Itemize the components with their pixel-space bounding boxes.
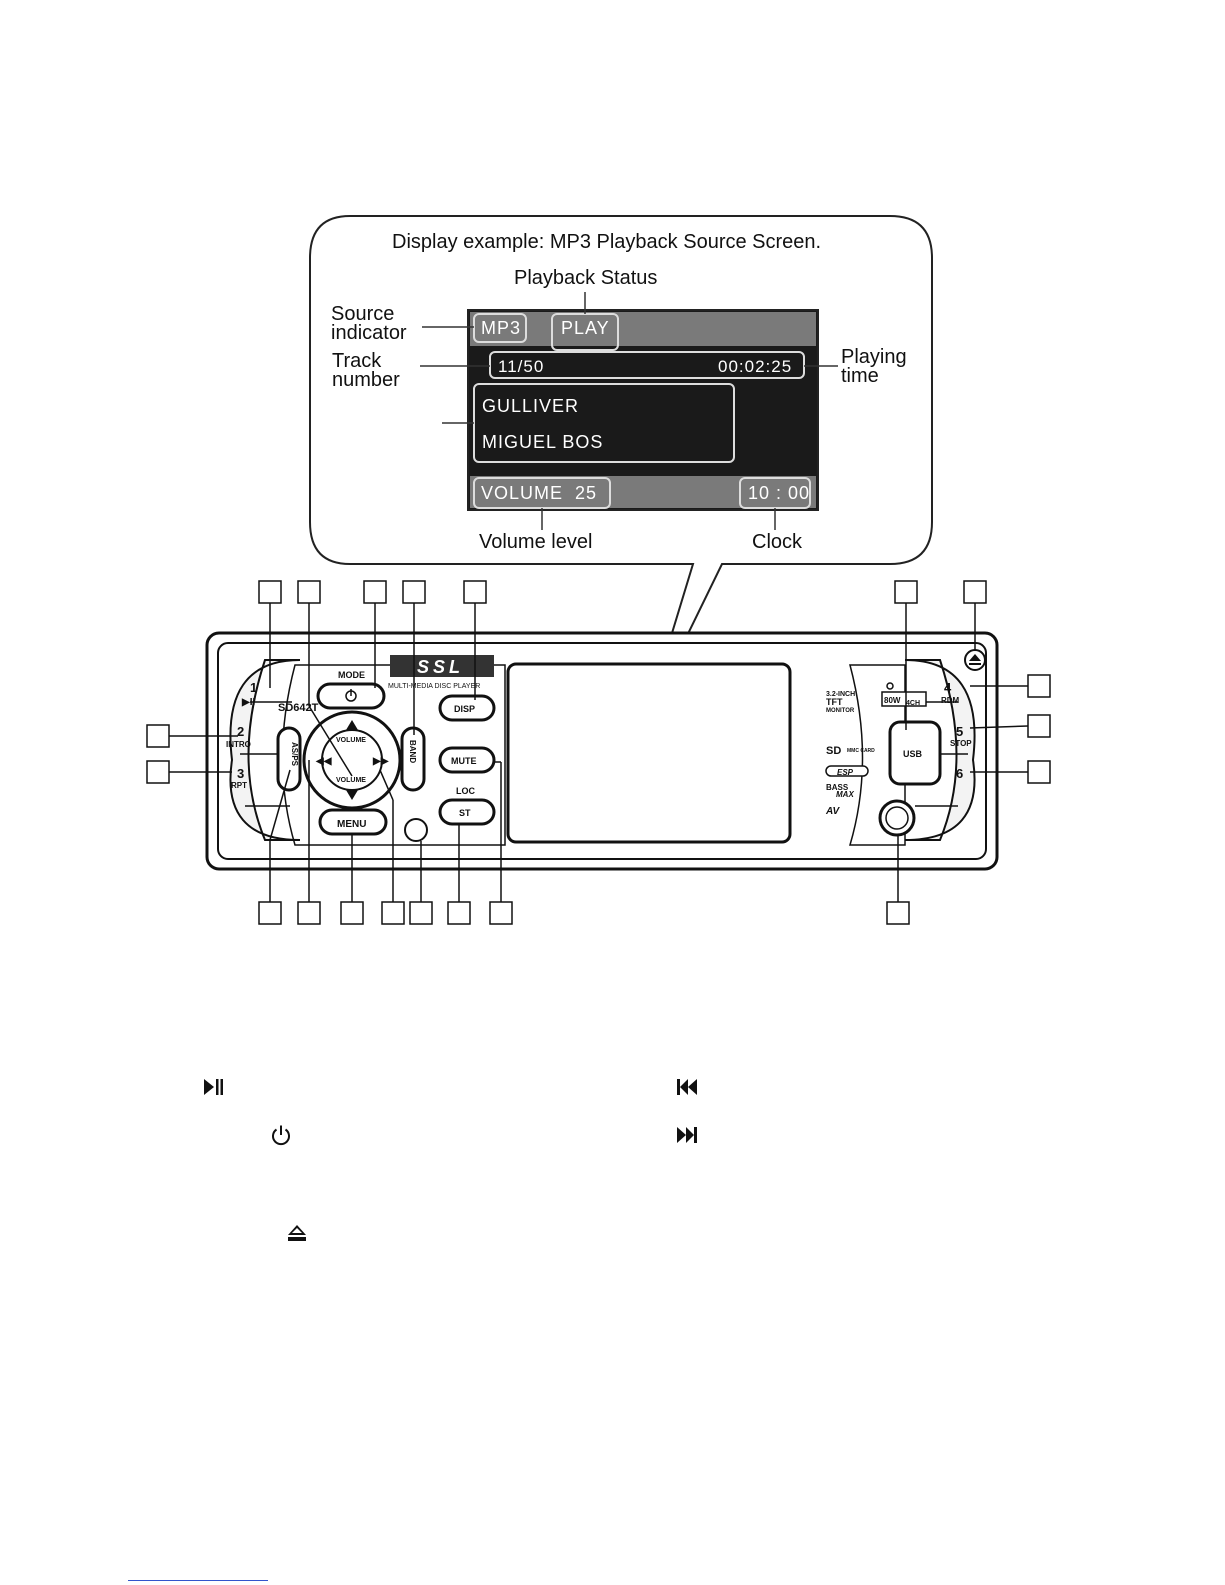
page-footer-rule [128, 1580, 268, 1581]
mute-button[interactable] [438, 746, 496, 774]
volume-down-label: VOLUME [336, 777, 366, 784]
playing-time-label: Playing time [841, 346, 907, 387]
source-indicator-text: MP3 [481, 318, 521, 338]
svg-text:AV: AV [825, 806, 840, 817]
svg-text:ESP: ESP [837, 768, 854, 777]
volume-level-text: VOLUME 25 [481, 483, 597, 503]
svg-text:SD: SD [826, 745, 841, 757]
svg-text:MAX: MAX [836, 790, 854, 799]
svg-text:MMC CARD: MMC CARD [847, 748, 875, 754]
play-pause-icon [204, 1079, 223, 1095]
track-number-text: 11/50 [498, 357, 544, 376]
svg-text:5: 5 [956, 724, 963, 739]
source-indicator-label: Source indicator [331, 303, 407, 344]
band-button[interactable] [400, 726, 426, 792]
part-leader-lines [169, 603, 1029, 902]
mute-label: MUTE [451, 756, 477, 766]
svg-text:▶II: ▶II [241, 697, 255, 708]
clock-text: 10 : 00 [748, 483, 810, 503]
display-screen: MP3 PLAY 11/50 00:02:25 GULLIVER MIGUEL … [467, 309, 819, 511]
skip-next-icon [677, 1127, 697, 1143]
svg-text:80W: 80W [884, 696, 901, 705]
band-label: BAND [408, 740, 417, 763]
usb-label: USB [903, 749, 923, 759]
menu-button[interactable] [318, 808, 388, 836]
faceplate: SSL MULTI-MEDIA DISC PLAYER SD642T MODE … [205, 631, 999, 871]
track-number-label: Track number [332, 350, 400, 391]
svg-text:◀◀: ◀◀ [315, 756, 332, 767]
power-icon [272, 1125, 290, 1146]
volume-up-label: VOLUME [336, 737, 366, 744]
svg-text:4: 4 [944, 680, 952, 695]
svg-text:6: 6 [956, 766, 963, 781]
disp-label: DISP [454, 704, 475, 714]
svg-text:STOP: STOP [950, 739, 972, 748]
svg-text:TFT: TFT [826, 697, 843, 707]
svg-text:MONITOR: MONITOR [826, 708, 855, 714]
svg-text:2: 2 [237, 724, 244, 739]
volume-level-label: Volume level [479, 531, 593, 553]
tagline-text: MULTI-MEDIA DISC PLAYER [388, 683, 480, 690]
ir-sensor [404, 818, 428, 842]
eject-icon [288, 1225, 306, 1241]
svg-text:4CH: 4CH [906, 700, 920, 707]
disp-button[interactable] [438, 694, 496, 722]
mode-label: MODE [338, 670, 365, 680]
track-title-line2: MIGUEL BOS [482, 432, 603, 452]
svg-text:1: 1 [250, 680, 257, 695]
svg-text:RPT: RPT [231, 781, 247, 790]
st-label: ST [459, 808, 471, 818]
callout-heading: Display example: MP3 Playback Source Scr… [392, 231, 822, 253]
svg-text:INTRO: INTRO [226, 740, 251, 749]
skip-previous-icon [677, 1079, 697, 1095]
menu-label: MENU [337, 819, 366, 830]
loc-label: LOC [456, 786, 475, 796]
track-title-line1: GULLIVER [482, 396, 579, 416]
playback-status-label: Playback Status [514, 267, 658, 289]
st-button[interactable] [438, 798, 496, 826]
playback-status-text: PLAY [561, 318, 610, 338]
clock-label: Clock [752, 531, 803, 553]
svg-text:BASS: BASS [826, 783, 849, 792]
asps-button[interactable] [276, 726, 302, 792]
svg-text:▶▶: ▶▶ [372, 756, 390, 767]
usb-port[interactable] [888, 720, 942, 786]
svg-text:RDM: RDM [941, 696, 960, 705]
svg-text:3.2-INCH: 3.2-INCH [826, 691, 855, 698]
callout-boxes [146, 580, 1051, 925]
asps-label: AS/PS [290, 742, 299, 767]
playing-time-text: 00:02:25 [718, 357, 792, 376]
brand-text: SSL [417, 657, 464, 677]
svg-text:3: 3 [237, 766, 244, 781]
callout-leaders [420, 292, 838, 530]
